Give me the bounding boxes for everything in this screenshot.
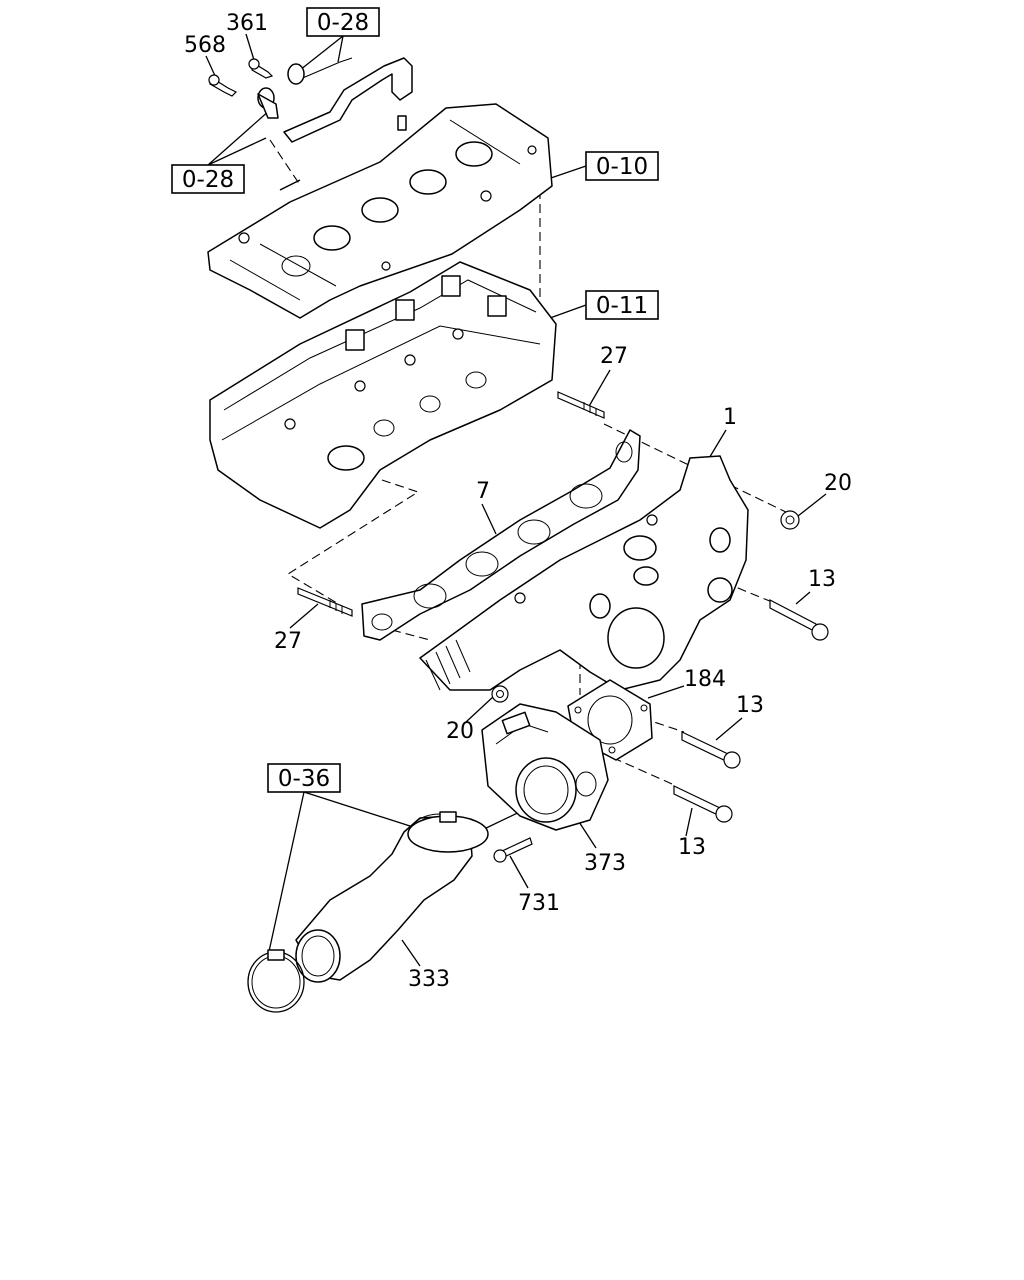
part-number-20-right: 20 [824,471,852,496]
cylinder-head-block [209,261,557,529]
screw-731 [493,837,533,863]
ref-box-0-28-left[interactable]: 0-28 [171,164,245,194]
nut-20-right [780,510,800,530]
part-number-27-left: 27 [274,629,302,654]
part-number-361: 361 [226,11,268,36]
part-number-7: 7 [476,479,490,504]
part-number-184: 184 [684,667,726,692]
ref-label: 0-10 [596,154,648,180]
part-number-13-c: 13 [678,835,706,860]
part-number-373: 373 [584,851,626,876]
stud-27-left [297,587,353,617]
intake-gasket [361,429,641,641]
bolt-13-b [681,731,741,769]
ref-box-0-28-top[interactable]: 0-28 [306,7,380,37]
ref-label: 0-36 [278,766,330,792]
ref-label: 0-11 [596,293,648,319]
throttle-body [481,703,609,831]
intake-manifold [419,455,749,691]
part-number-27-top: 27 [600,344,628,369]
ref-label: 0-28 [182,167,234,193]
part-number-13-a: 13 [808,567,836,592]
ref-box-0-11[interactable]: 0-11 [585,290,659,320]
hose-clamp-lower [247,949,305,1013]
hose-clamp-upper [407,811,489,853]
part-number-731: 731 [518,891,560,916]
breather-hose-assembly [208,57,413,191]
ref-box-0-36[interactable]: 0-36 [267,763,341,793]
part-number-333: 333 [408,967,450,992]
cylinder-head-cover [207,103,553,319]
part-number-20-left: 20 [446,719,474,744]
leader-lines [205,33,827,967]
stud-27-top [557,391,605,419]
ref-box-0-10[interactable]: 0-10 [585,151,659,181]
ref-label: 0-28 [317,10,369,36]
bolt-13-c [673,785,733,823]
bolt-13-a [769,599,829,641]
part-number-13-b: 13 [736,693,764,718]
nut-20-left [491,685,509,703]
part-number-1: 1 [723,405,737,430]
part-number-568: 568 [184,33,226,58]
